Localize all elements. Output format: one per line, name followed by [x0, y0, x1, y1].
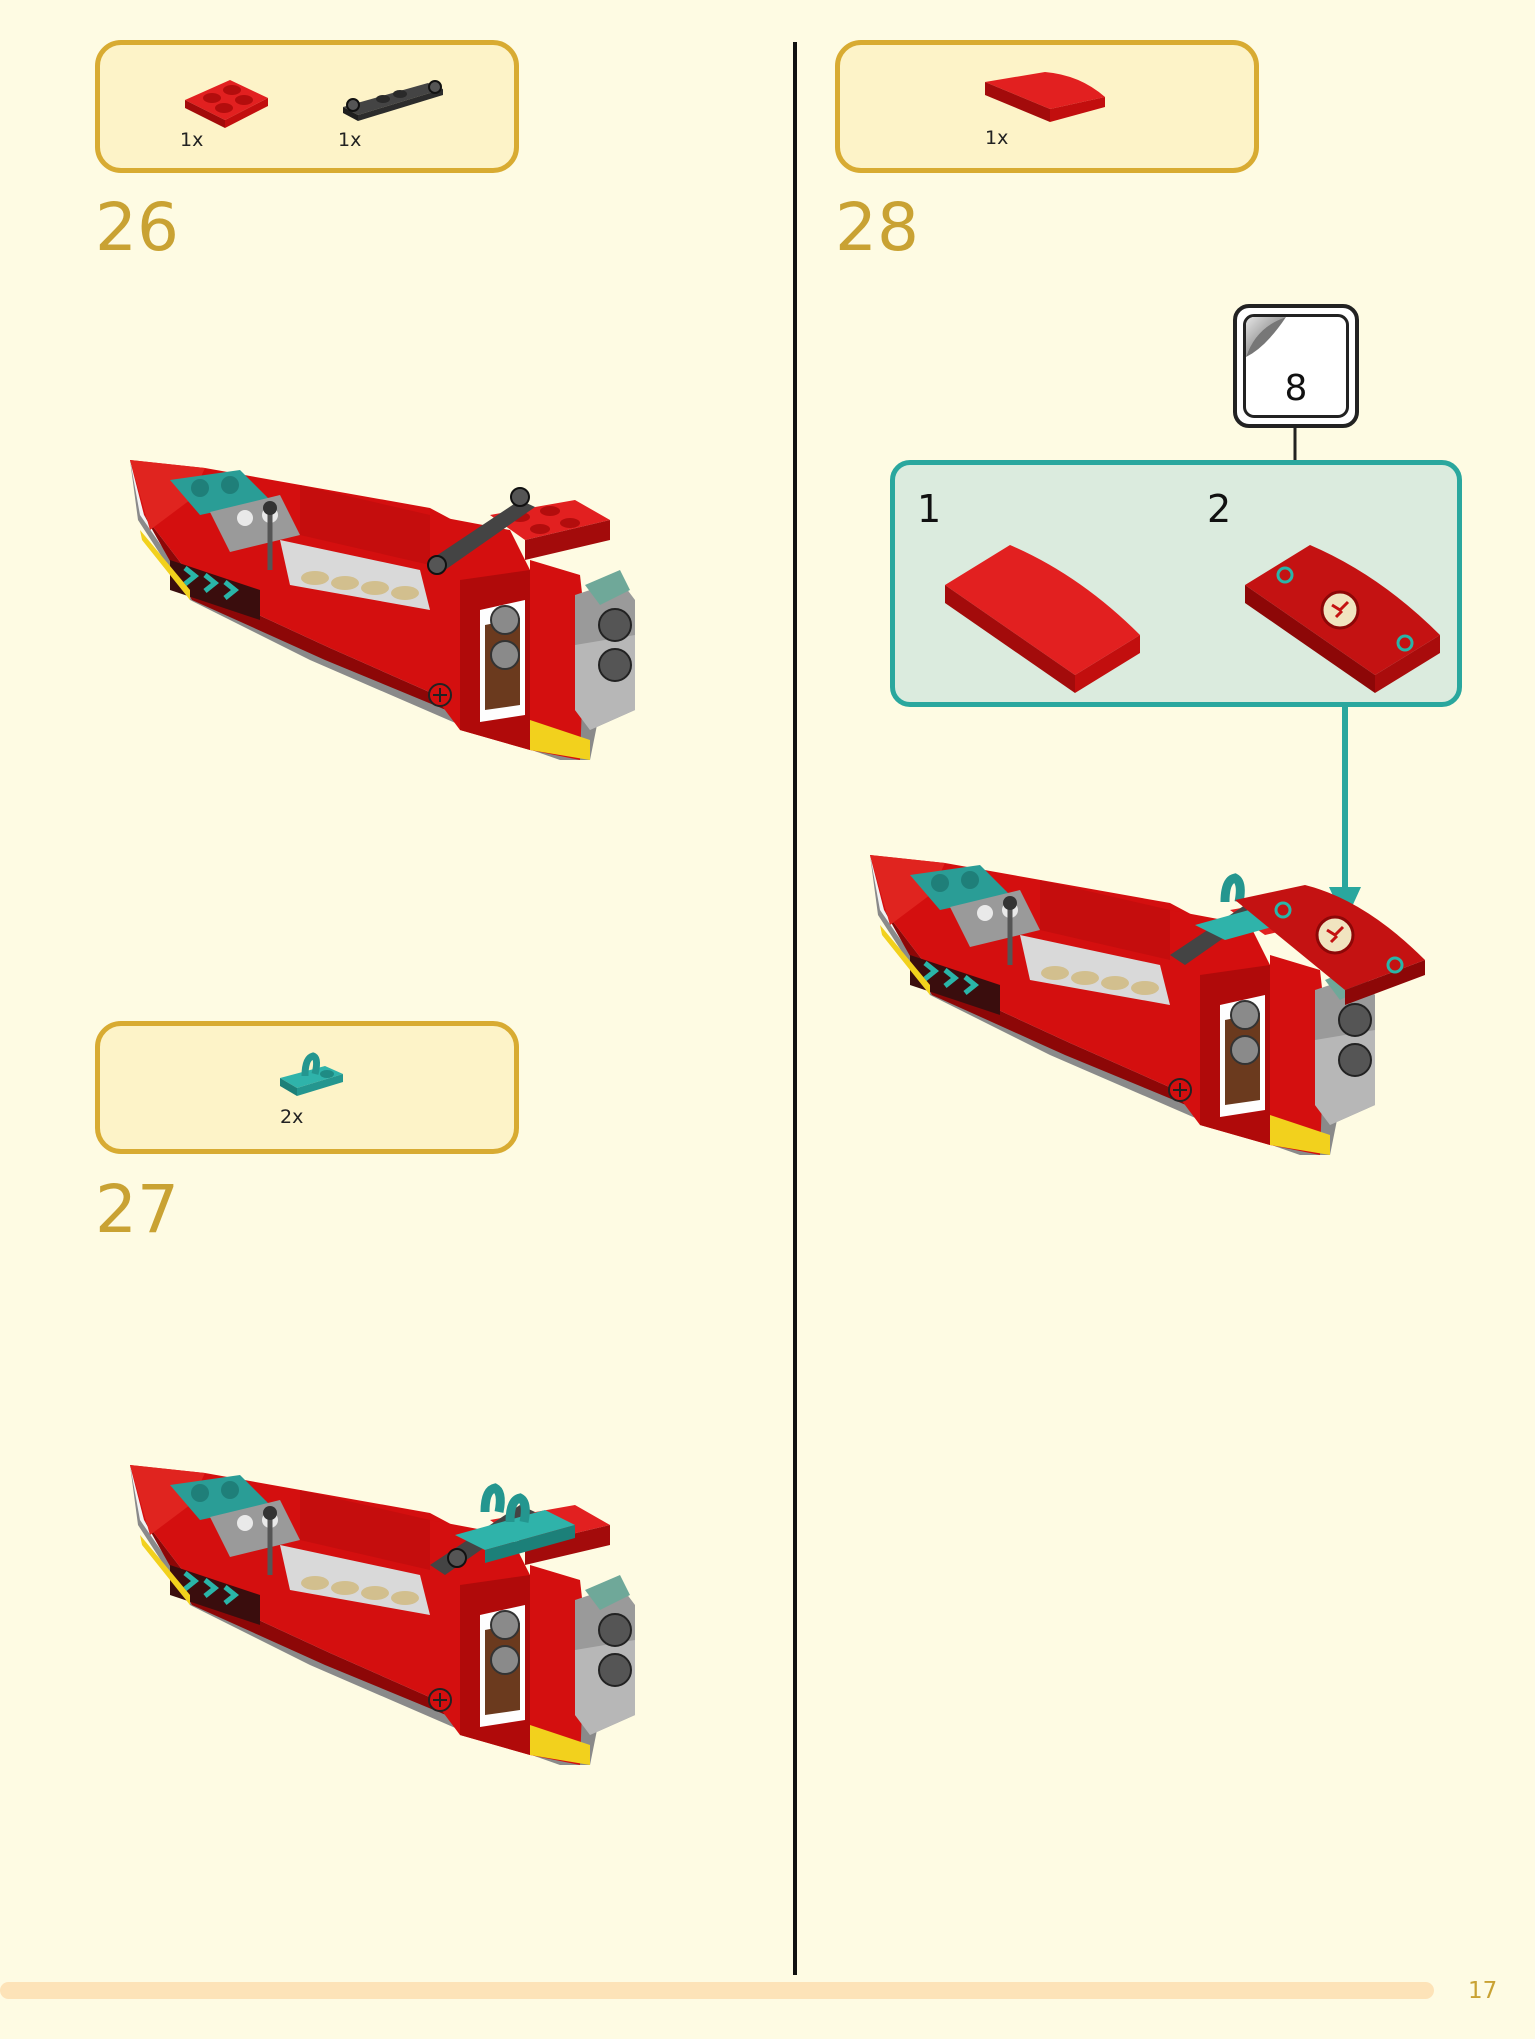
part-qty: 1x	[338, 129, 362, 151]
assembly-illustration-step-28	[865, 840, 1425, 1240]
parts-callout-step-26: 1x 1x	[95, 40, 519, 173]
step-number: 26	[95, 189, 179, 266]
page-progress-bar	[0, 1982, 1434, 1999]
parts-callout-step-28: 1x	[835, 40, 1259, 173]
sticker-indicator: 8	[1233, 304, 1359, 428]
stickered-slope-illustration	[1245, 545, 1440, 693]
red-2x2-plate-icon	[185, 80, 268, 128]
assembly-illustration-step-27	[125, 1450, 735, 1850]
red-curved-slope-illustration	[945, 545, 1140, 693]
part-qty: 1x	[985, 127, 1009, 149]
assembly-illustration-step-26	[125, 445, 735, 845]
step-number: 27	[95, 1171, 179, 1248]
substep-label: 2	[1207, 487, 1232, 531]
column-divider	[793, 42, 797, 1975]
part-qty: 2x	[280, 1106, 304, 1128]
black-clip-plate-icon	[343, 80, 443, 121]
part-qty: 1x	[180, 129, 204, 151]
teal-clip-plate-icon	[280, 1052, 343, 1096]
red-curved-slope-icon	[985, 72, 1105, 122]
sub-assembly-callout: 1 2	[890, 460, 1462, 707]
new-teal-clip-plates	[455, 1510, 575, 1550]
new-black-clip-plate	[430, 500, 535, 570]
substep-label: 1	[917, 487, 942, 531]
sticker-number: 8	[1284, 368, 1308, 409]
step-number: 28	[835, 189, 919, 266]
sticker-peel-icon	[1246, 317, 1286, 357]
page-number: 17	[1468, 1978, 1498, 2004]
parts-callout-step-27: 2x	[95, 1021, 519, 1154]
